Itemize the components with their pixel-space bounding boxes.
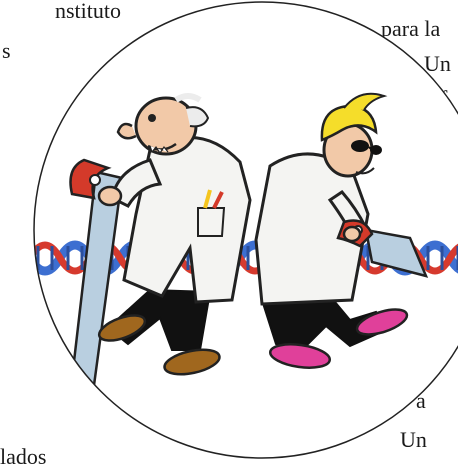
shoe-left-back (97, 314, 147, 342)
text-fragment: lados (0, 444, 47, 469)
shoe-right-back (355, 308, 409, 336)
scientist-left (68, 93, 252, 402)
text-fragment: Un (424, 51, 451, 76)
hair-right (320, 104, 378, 142)
scientist-right (254, 92, 429, 369)
text-fragment: s (2, 38, 11, 63)
shoe-left-front (163, 348, 221, 376)
illustration-border (33, 1, 458, 459)
text-fragment: Un (400, 427, 427, 452)
text-fragment: a (416, 388, 426, 413)
saw-left (68, 158, 124, 402)
head-left (134, 96, 198, 156)
text-fragment: nstituto (55, 0, 122, 23)
text-fragment: para la (381, 16, 441, 41)
shoe-right-front (269, 343, 331, 369)
